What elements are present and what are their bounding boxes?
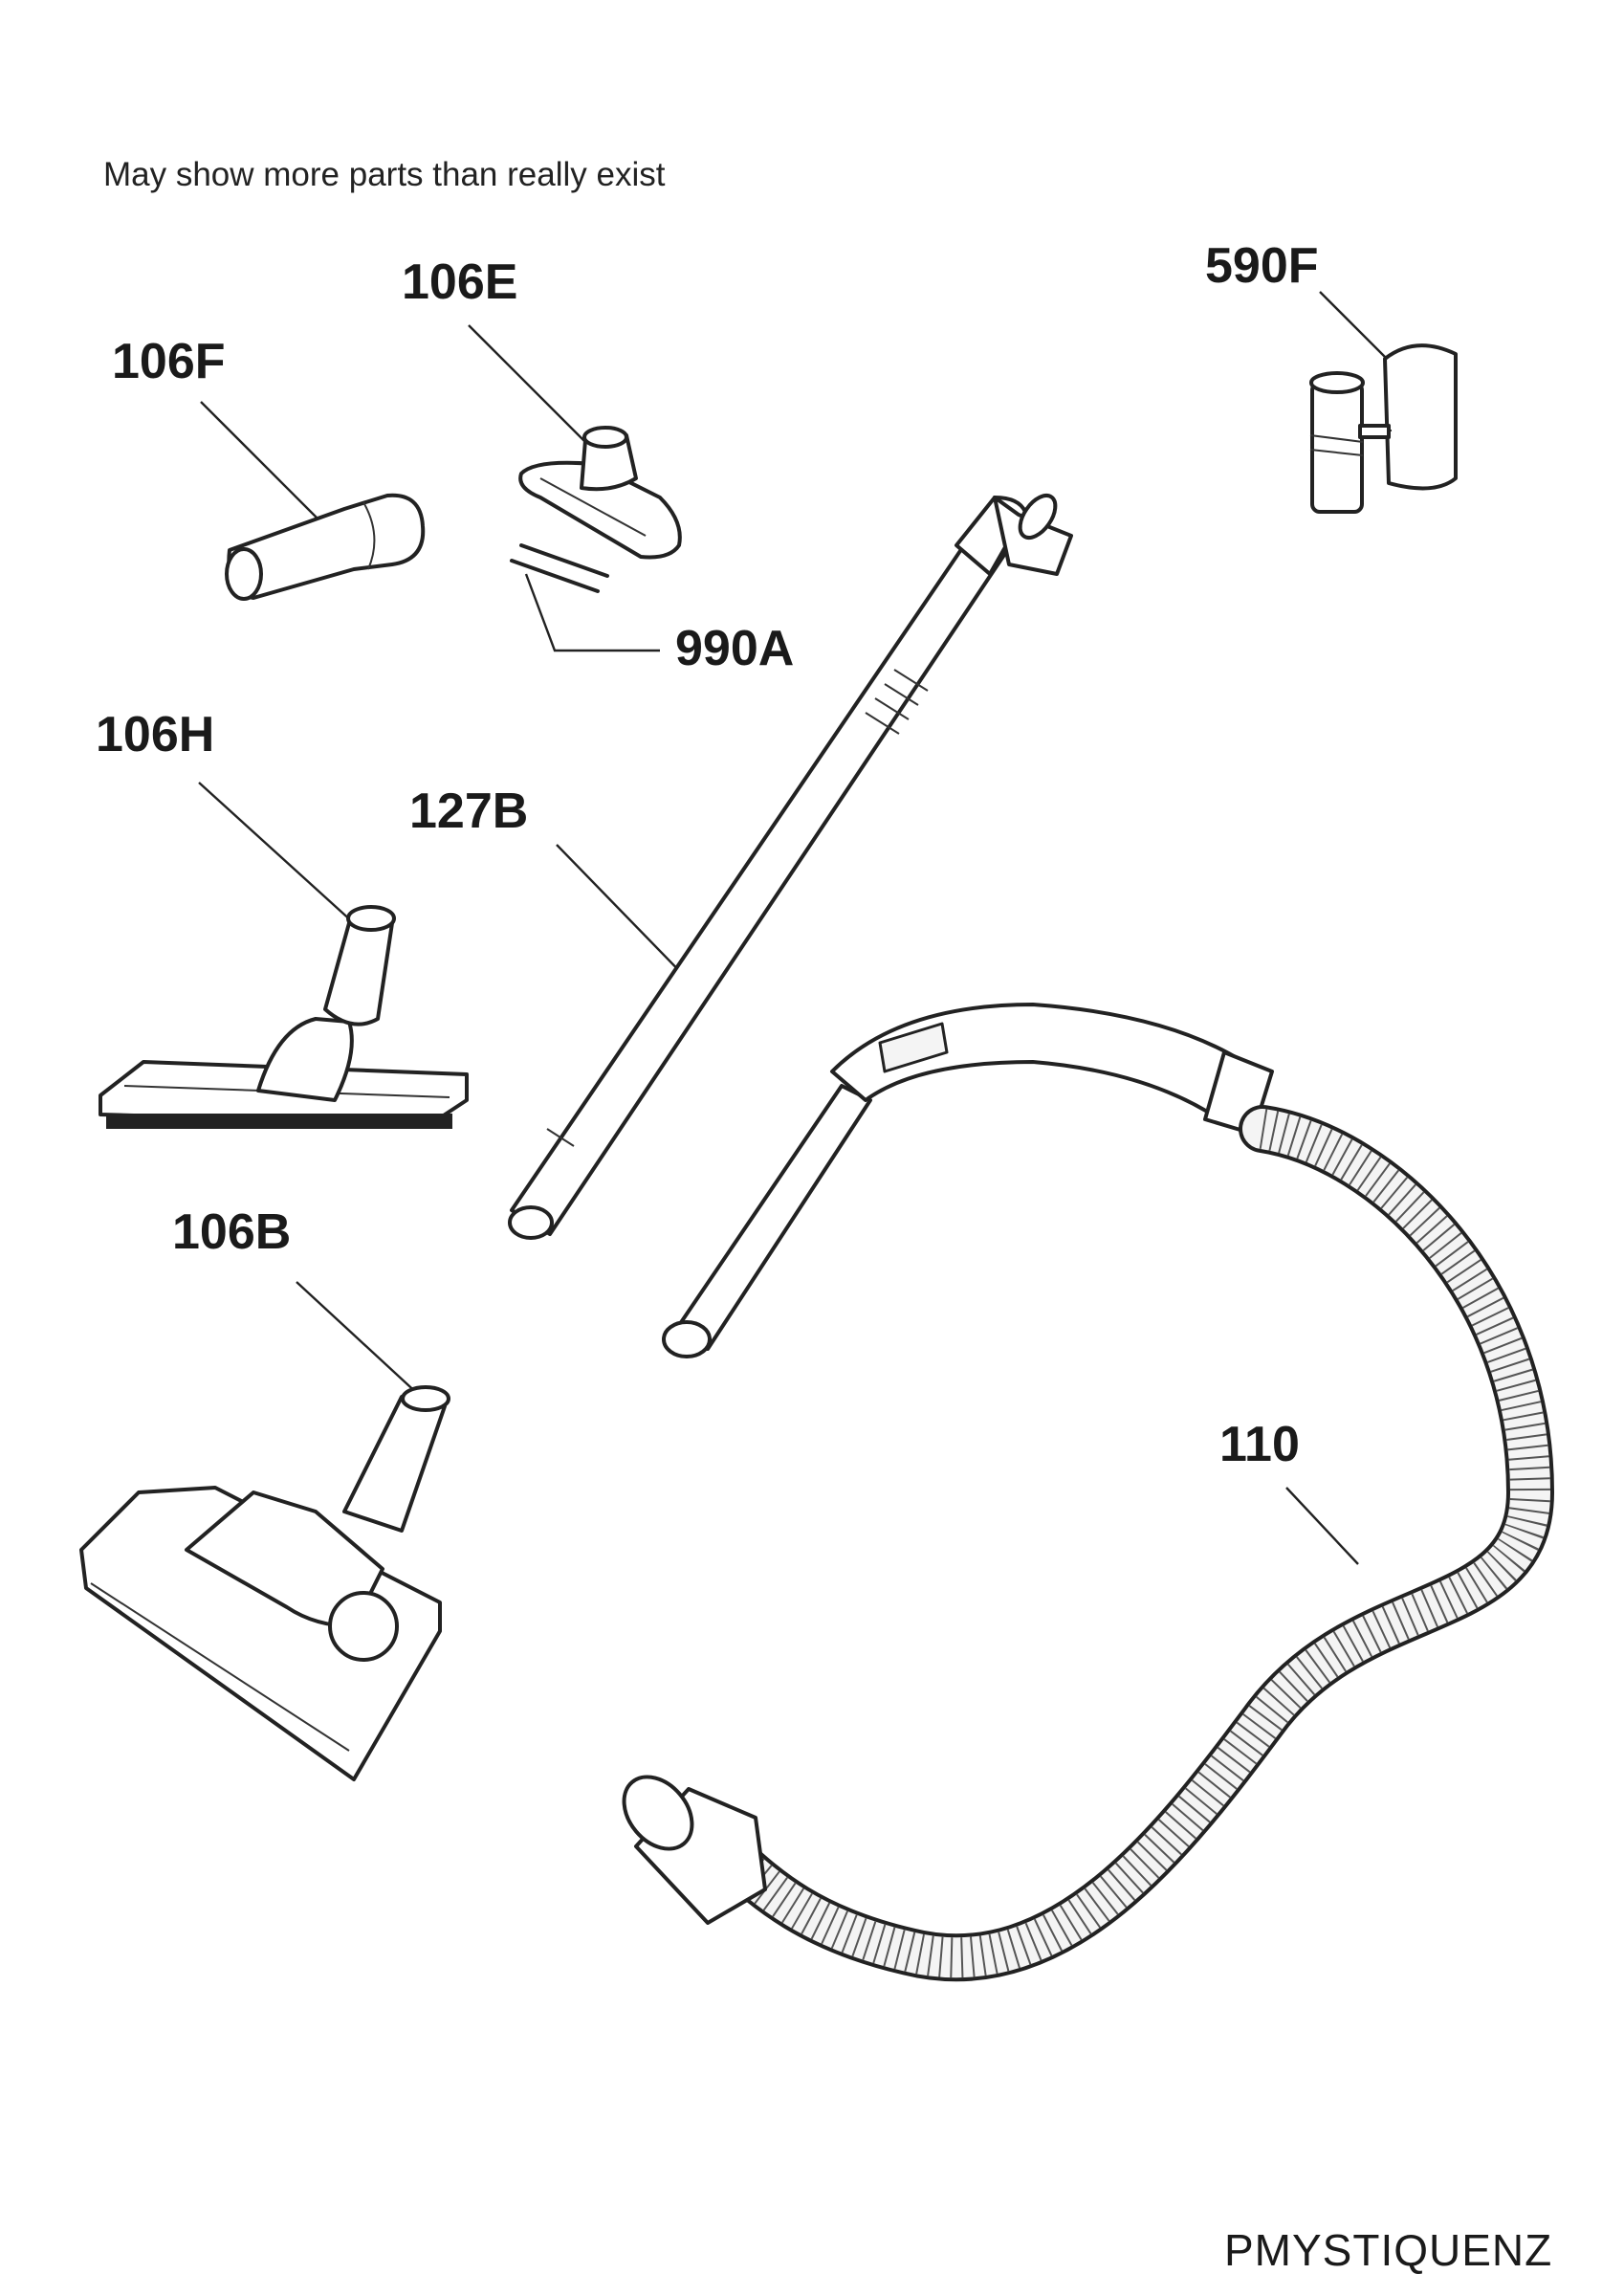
brush-strips-icon [510,543,609,593]
leader-127B [556,844,694,986]
disclaimer-note: May show more parts than really exist [103,156,666,193]
crevice-nozzle-icon [225,493,426,601]
part-label-106F: 106F [112,334,226,389]
leader-990A [524,573,660,652]
leader-106B [296,1281,422,1398]
part-label-590F: 590F [1205,238,1319,294]
part-label-990A: 990A [675,621,795,676]
floor-nozzle-icon [79,1385,450,1781]
model-code: PMYSTIQUENZ [1224,2225,1553,2275]
tube-holder-icon [1309,343,1458,514]
parquet-nozzle-icon [99,905,469,1129]
hose-icon [622,1003,1554,1982]
leader-110 [1285,1487,1359,1565]
leader-lines [198,291,1416,1565]
upholstery-nozzle-icon [518,426,682,560]
part-label-106B: 106B [172,1204,292,1260]
telescopic-tube-icon [508,494,1073,1240]
part-label-106E: 106E [402,254,518,310]
part-label-110: 110 [1219,1417,1300,1472]
part-label-106H: 106H [96,707,215,762]
leader-106H [198,782,355,924]
leader-106E [468,324,604,460]
part-label-127B: 127B [409,784,529,839]
